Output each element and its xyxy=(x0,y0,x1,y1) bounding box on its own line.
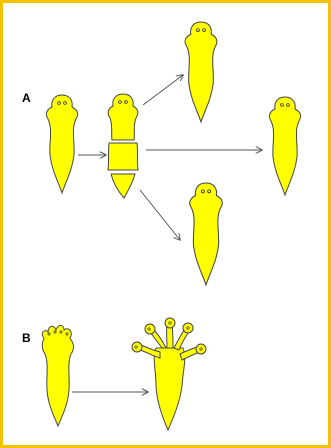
panel-label-a: A xyxy=(22,91,31,105)
panel-label-b: B xyxy=(22,331,31,345)
